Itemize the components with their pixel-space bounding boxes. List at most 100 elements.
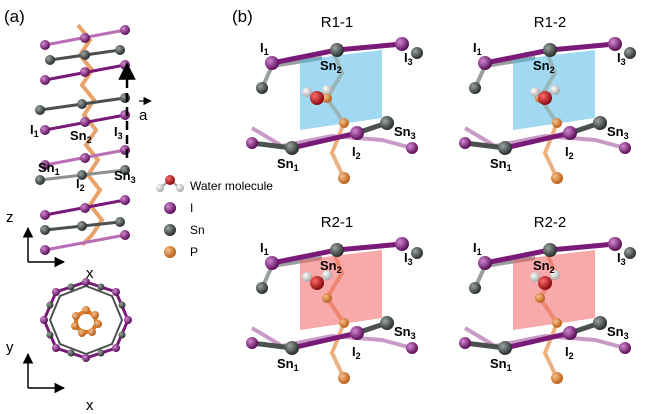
legend-phosphorus-icon	[164, 246, 176, 258]
phosphorus-atom	[322, 293, 332, 303]
tin-atom	[285, 141, 299, 155]
hydrogen-atom	[550, 85, 560, 95]
hydrogen-atom	[530, 272, 540, 282]
iodine-atom	[246, 137, 258, 149]
oxygen-atom	[310, 276, 324, 290]
phosphorus-atom	[339, 118, 349, 128]
iodine-atom	[265, 56, 279, 70]
bond-sn2-i3	[336, 241, 403, 253]
tin-atom	[380, 316, 394, 330]
bond-sn1-i2	[291, 130, 358, 151]
highlight-region	[300, 250, 382, 330]
iodine-atom	[619, 342, 631, 354]
atom-label-i3: I3	[404, 250, 413, 267]
highlight-region	[300, 50, 382, 130]
phosphorus-helix	[76, 23, 105, 247]
configuration-panels: R1-1I1Sn2I3Sn3I2Sn1R1-2I1Sn2I3Sn3I2Sn1R2…	[246, 14, 636, 384]
tin-atom	[330, 243, 344, 257]
side-axes: z x	[6, 209, 94, 282]
atom-label-sn3: Sn3	[607, 324, 629, 341]
tin-atom	[256, 282, 268, 294]
config-title: R1-1	[321, 14, 354, 31]
atom-label-i2: I2	[352, 144, 361, 161]
chain-label-I2: I2	[76, 176, 85, 193]
bond-sn2-i3	[336, 41, 403, 53]
legend-label-water: Water molecule	[190, 179, 273, 193]
legend-label-phosphorus: P	[190, 245, 198, 259]
tin-atom	[624, 47, 636, 59]
oxygen-atom	[538, 91, 552, 105]
iodine-atom	[619, 142, 631, 154]
chain-label-I1: I1	[30, 122, 39, 139]
phosphorus-atom	[339, 318, 349, 328]
tin-atom	[469, 82, 481, 94]
iodine-atom	[608, 37, 622, 51]
iodine-atom	[478, 256, 492, 270]
iodine-atom	[459, 337, 471, 349]
atom-label-i2: I2	[352, 344, 361, 361]
svg-text:x: x	[86, 265, 94, 282]
tin-atom	[624, 247, 636, 259]
svg-text:x: x	[86, 397, 94, 414]
config-title: R2-2	[534, 214, 567, 231]
tin-atom	[469, 282, 481, 294]
svg-text:z: z	[6, 209, 14, 226]
tin-atom	[543, 43, 557, 57]
tin-atom	[380, 116, 394, 130]
atom-label-sn2: Sn2	[533, 58, 555, 75]
svg-text:y: y	[6, 339, 14, 356]
oxygen-atom	[310, 91, 324, 105]
top-view-ring	[40, 278, 132, 362]
tin-atom	[411, 247, 423, 259]
oxygen-atom	[538, 276, 552, 290]
iodine-atom	[563, 326, 577, 340]
atom-label-sn1: Sn1	[490, 356, 512, 373]
panel-label-b: (b)	[232, 7, 253, 26]
chain-label-Sn1: Sn1	[38, 160, 60, 177]
lattice-vector-label: a	[139, 107, 148, 124]
phosphorus-atom	[551, 172, 563, 184]
legend-label-tin: Sn	[190, 223, 205, 237]
tin-atom	[330, 43, 344, 57]
iodine-atom	[608, 237, 622, 251]
highlight-region	[513, 250, 595, 330]
atom-label-sn2: Sn2	[320, 258, 342, 275]
atom-label-sn2: Sn2	[320, 58, 342, 75]
iodine-atom	[246, 337, 258, 349]
atom-label-i1: I1	[260, 240, 269, 257]
bond-sn1-i2	[504, 330, 571, 351]
hydrogen-atom	[530, 87, 540, 97]
back-bonds	[463, 326, 626, 350]
water-molecule-icon	[156, 175, 184, 192]
atom-label-i2: I2	[565, 344, 574, 361]
hydrogen-atom	[550, 270, 560, 280]
tin-atom	[256, 82, 268, 94]
tin-atom	[593, 116, 607, 130]
atom-label-sn1: Sn1	[490, 156, 512, 173]
config-title: R2-1	[321, 214, 354, 231]
atom-label-sn2: Sn2	[533, 258, 555, 275]
iodine-atom	[406, 142, 418, 154]
atom-label-i3: I3	[404, 50, 413, 67]
chain-label-Sn3: Sn3	[114, 168, 136, 185]
side-view-chain: I1 Sn2 I3 Sn1 I2 Sn3 a	[30, 23, 152, 255]
hydrogen-atom	[302, 272, 312, 282]
phosphorus-atom	[338, 372, 350, 384]
hydrogen-atom	[302, 87, 312, 97]
iodine-atom	[406, 342, 418, 354]
bond-sn1-i2	[291, 330, 358, 351]
phosphorus-atom	[535, 293, 545, 303]
phosphorus-atom	[322, 93, 332, 103]
back-bonds	[250, 126, 413, 150]
chain-label-I3: I3	[114, 124, 123, 141]
atom-label-sn3: Sn3	[394, 324, 416, 341]
config-title: R1-2	[534, 14, 567, 31]
iodine-atom	[350, 126, 364, 140]
atom-label-i1: I1	[473, 240, 482, 257]
legend-label-iodine: I	[190, 201, 193, 215]
bond-i1-sn2	[271, 47, 338, 66]
bond-i1-sn2	[484, 47, 551, 66]
